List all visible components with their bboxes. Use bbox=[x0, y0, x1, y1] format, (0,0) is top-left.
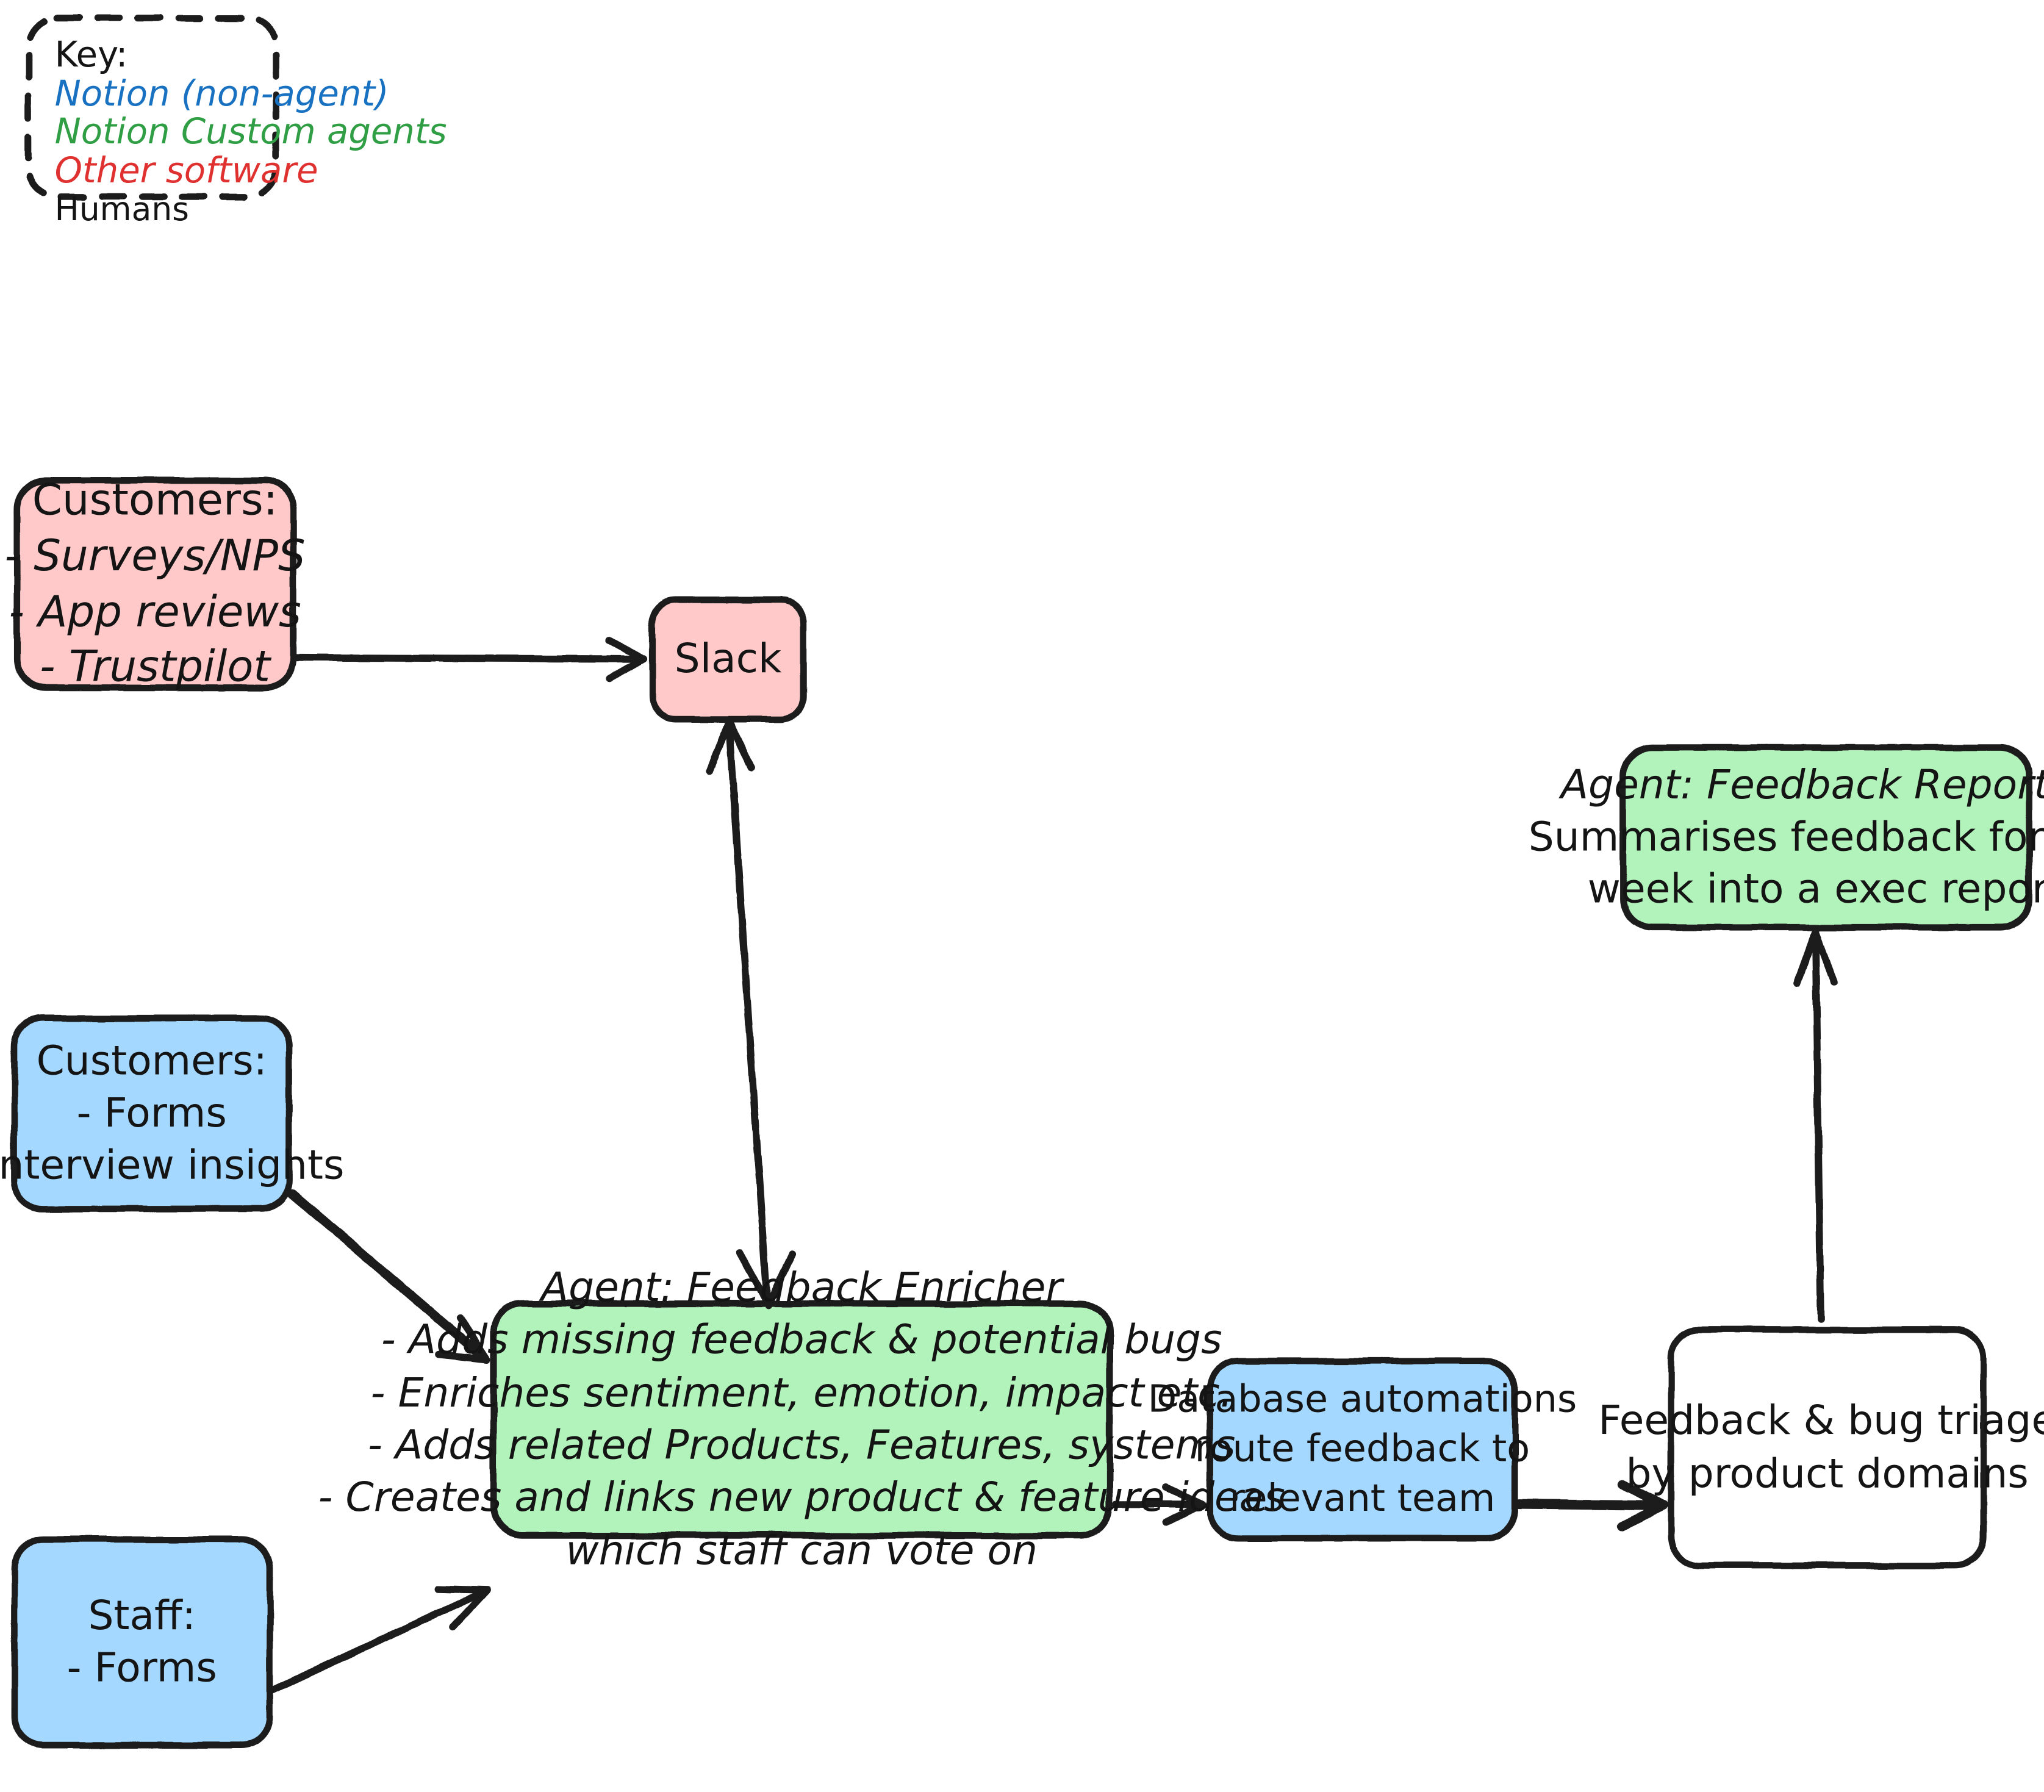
edge-slack-to-feedback-enricher bbox=[706, 718, 796, 1309]
feedback-reporter-title: Agent: Feedback Reporter bbox=[1560, 761, 2044, 808]
feedback-triage-line-2: by product domains bbox=[1626, 1450, 2029, 1497]
feedback-enricher-line-2: - Adds missing feedback & potential bugs bbox=[381, 1317, 1222, 1364]
customers-pink-line-1: Customers: bbox=[32, 473, 278, 525]
feedback-triage-line-1: Feedback & bug triage bbox=[1598, 1397, 2044, 1445]
node-slack[interactable]: Slack bbox=[653, 600, 804, 719]
feedback-enricher-line-3: - Enriches sentiment, emotion, impact et… bbox=[370, 1369, 1233, 1417]
edge-feedback-triage-to-reporter bbox=[1793, 928, 1838, 1323]
feedback-enricher-line-4: - Adds related Products, Features, syste… bbox=[367, 1422, 1236, 1469]
staff-blue-line-2: - Forms bbox=[66, 1644, 217, 1692]
edge-customers-pink-to-slack bbox=[292, 637, 647, 683]
database-automations-line-2: route feedback to bbox=[1194, 1426, 1530, 1471]
feedback-enricher-title: Agent: Feedback Enricher bbox=[540, 1264, 1063, 1312]
node-database-automations[interactable]: Database automations route feedback to r… bbox=[1148, 1361, 1577, 1538]
customers-pink-line-3: - App reviews bbox=[9, 585, 301, 637]
node-feedback-triage[interactable]: Feedback & bug triage by product domains bbox=[1598, 1330, 2044, 1565]
feedback-enricher-line-6: which staff can vote on bbox=[565, 1527, 1038, 1574]
database-automations-line-3: relevant team bbox=[1229, 1475, 1496, 1520]
feedback-reporter-line-3: week into a exec report bbox=[1587, 866, 2044, 914]
key-item-notion-custom-agents: Notion Custom agents bbox=[54, 112, 447, 153]
node-feedback-reporter[interactable]: Agent: Feedback Reporter Summarises feed… bbox=[1529, 748, 2044, 928]
staff-blue-line-1: Staff: bbox=[88, 1592, 196, 1640]
key-item-humans: Humans bbox=[54, 190, 190, 228]
feedback-enricher-line-5: - Creates and links new product & featur… bbox=[318, 1474, 1285, 1522]
slack-label: Slack bbox=[674, 636, 782, 683]
customers-pink-line-2: - Surveys/NPS bbox=[4, 529, 306, 581]
node-staff-blue[interactable]: Staff: - Forms bbox=[14, 1539, 269, 1745]
customers-pink-line-4: - Trustpilot bbox=[40, 641, 271, 692]
customers-blue-line-3: - Interview insights bbox=[0, 1142, 345, 1189]
key-item-other-software: Other software bbox=[54, 151, 318, 192]
customers-pink-shape[interactable] bbox=[13, 477, 296, 691]
feedback-reporter-line-2: Summarises feedback for the bbox=[1528, 814, 2044, 861]
database-automations-line-1: Database automations bbox=[1147, 1377, 1577, 1422]
node-feedback-enricher[interactable]: Agent: Feedback Enricher - Adds missing … bbox=[318, 1264, 1285, 1574]
edge-staff-blue-to-feedback-enricher bbox=[268, 1585, 491, 1694]
key-box-outline bbox=[25, 15, 279, 200]
scale-wrapper: Key: Notion (non-agent) Notion Custom ag… bbox=[0, 0, 2044, 1749]
customers-blue-line-2: - Forms bbox=[76, 1089, 227, 1137]
customers-blue-line-1: Customers: bbox=[36, 1037, 267, 1084]
node-customers-pink[interactable]: Customers: - Surveys/NPS - App reviews -… bbox=[4, 474, 305, 692]
key-title: Key: bbox=[54, 35, 128, 76]
key-legend: Key: Notion (non-agent) Notion Custom ag… bbox=[29, 18, 447, 226]
node-customers-blue[interactable]: Customers: - Forms - Interview insights bbox=[0, 1019, 344, 1209]
key-item-notion-non-agent: Notion (non-agent) bbox=[54, 74, 389, 115]
